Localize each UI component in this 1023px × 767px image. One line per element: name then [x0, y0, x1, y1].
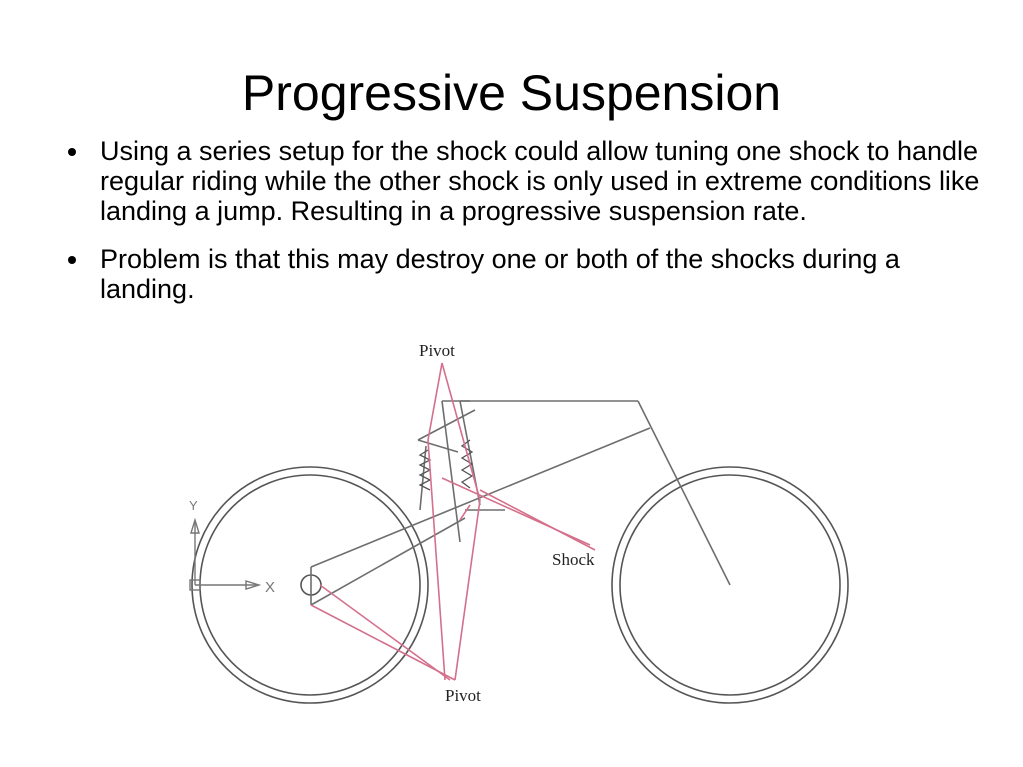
shock-link-2 [417, 439, 459, 453]
bullet-item: Problem is that this may destroy one or … [64, 244, 984, 304]
shock-arm-2 [479, 489, 596, 551]
frame [310, 400, 731, 606]
linkage [310, 362, 596, 681]
pivot-top-label: Pivot [419, 341, 455, 360]
bullet-dot [68, 148, 76, 156]
rear-to-pivot-2 [319, 584, 451, 681]
shock-link-1 [417, 409, 476, 441]
brace [419, 445, 427, 511]
seat-tube [441, 400, 461, 543]
down-tube [310, 427, 651, 568]
fork [637, 400, 731, 586]
axis-x-arrow [245, 580, 262, 590]
slide-title: Progressive Suspension [241, 65, 782, 121]
pivot-top-to-left [427, 362, 443, 441]
bullet-dot [68, 256, 76, 264]
axis-x-label: X [265, 579, 275, 596]
axis-origin-box [189, 579, 201, 591]
mid-link [459, 504, 471, 521]
bullet-text: Problem is that this may destroy one or … [100, 244, 900, 304]
bullet-text: Using a series setup for the shock could… [100, 136, 980, 226]
front-wheel-inner [619, 474, 841, 696]
bullet-item: Using a series setup for the shock could… [64, 136, 984, 226]
bullet-list: Using a series setup for the shock could… [64, 136, 984, 322]
front-wheel-outer [611, 466, 849, 704]
axes-icon [189, 517, 262, 591]
chain-stay [310, 517, 466, 606]
axis-y-arrow [190, 517, 200, 534]
front-wheel [611, 466, 849, 704]
left-strut [427, 439, 446, 681]
axis-y-label: Y [189, 498, 198, 513]
right-strut [454, 499, 481, 681]
pivot-bottom-label: Pivot [445, 686, 481, 705]
pivot-top-to-right [441, 362, 481, 501]
shock-label: Shock [552, 550, 595, 569]
rear-wheel-outer [191, 466, 429, 704]
rear-to-pivot-1 [310, 604, 456, 681]
